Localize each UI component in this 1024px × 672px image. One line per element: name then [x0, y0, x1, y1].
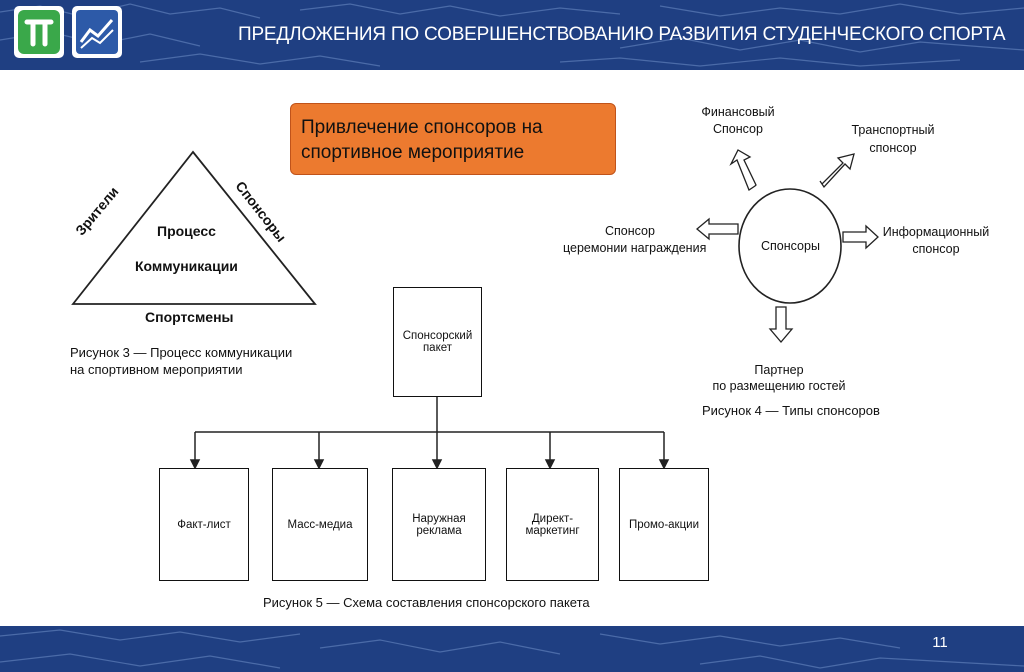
triangle-base-label: Спортсмены: [145, 309, 234, 325]
figure5-caption: Рисунок 5 — Схема составления спонсорско…: [263, 595, 590, 610]
sponsors-ellipse: [738, 188, 842, 304]
partner-label: Партнер: [754, 363, 804, 377]
arrow-up-right: [819, 153, 855, 189]
mass-media-box: Масс-медиа: [272, 468, 368, 581]
transport-sponsor-label: спонсор: [869, 141, 917, 155]
figure3-caption: на спортивном мероприятии: [70, 362, 243, 377]
footer-band: [0, 626, 1024, 672]
triangle-center-line2: Коммуникации: [135, 258, 238, 274]
header-band: ПРЕДЛОЖЕНИЯ ПО СОВЕРШЕНСТВОВАНИЮ РАЗВИТИ…: [0, 0, 1024, 70]
sponsor-package-box: Спонсорский пакет: [393, 287, 482, 397]
financial-sponsor-label: Спонсор: [713, 122, 763, 136]
arrow-right: [842, 224, 879, 250]
direct-marketing-box: Директ-маркетинг: [506, 468, 599, 581]
chart-logo-icon: [72, 6, 122, 58]
wave-pattern: [0, 629, 1024, 669]
figure4-caption: Рисунок 4 — Типы спонсоров: [702, 403, 880, 418]
partner-label: по размещению гостей: [712, 379, 846, 393]
financial-sponsor-label: Финансовый: [701, 105, 775, 119]
info-sponsor-label: Информационный: [882, 225, 990, 239]
transport-sponsor-label: Транспортный: [851, 123, 935, 137]
callout-text: спортивное мероприятие: [301, 142, 525, 163]
info-sponsor-label: спонсор: [912, 242, 960, 256]
ceremony-sponsor-label: церемонии награждения: [563, 241, 707, 255]
sponsors-center-label: Спонсоры: [761, 239, 820, 253]
slide-number: 11: [932, 634, 948, 651]
promo-box: Промо-акции: [619, 468, 709, 581]
callout-text: Привлечение спонсоров на: [301, 117, 543, 138]
triangle-center-line1: Процесс: [157, 223, 216, 239]
callout-box: Привлечение спонсоров на спортивное меро…: [290, 103, 616, 175]
arrow-left: [695, 217, 739, 241]
pi-logo-icon: [14, 6, 64, 58]
ceremony-sponsor-label: Спонсор: [605, 224, 655, 238]
page-title: ПРЕДЛОЖЕНИЯ ПО СОВЕРШЕНСТВОВАНИЮ РАЗВИТИ…: [238, 24, 1006, 45]
outdoor-ads-box: Наружная реклама: [392, 468, 486, 581]
figure3-caption: Рисунок 3 — Процесс коммуникации: [70, 345, 293, 360]
fact-sheet-box: Факт-лист: [159, 468, 249, 581]
arrow-down: [768, 306, 794, 344]
communication-triangle: [71, 150, 317, 305]
arrow-up-left: [729, 149, 757, 191]
